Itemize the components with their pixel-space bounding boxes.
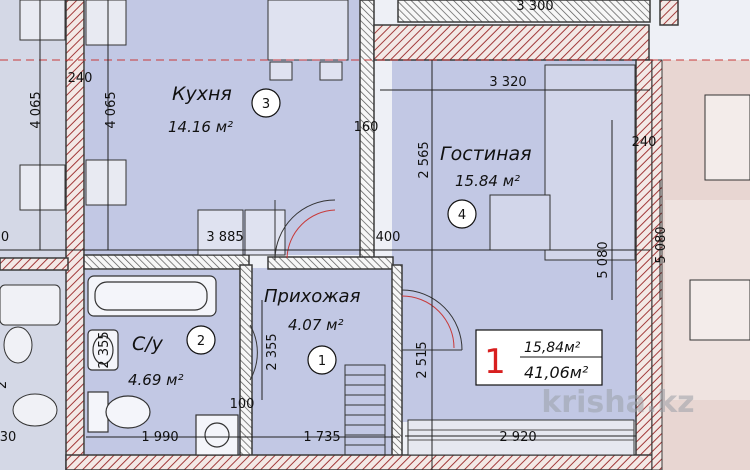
toilet	[87, 391, 151, 433]
wall-top-right-pillar	[659, 0, 679, 26]
dim-kitchen-width: 3 885	[206, 230, 243, 245]
dim-top-wall-left: 240	[68, 71, 93, 86]
dim-left-partial: 0	[1, 230, 9, 245]
living-number: 4	[458, 208, 466, 223]
wall-top-right-block	[397, 0, 651, 23]
walls	[0, 0, 679, 470]
dim-living-lower: 2 515	[415, 341, 430, 378]
kitchen-table	[267, 0, 349, 81]
hall-number-circle	[307, 345, 337, 375]
bathroom-area-label: 4.69 м²	[128, 371, 184, 389]
dim-left-vertical-2: 4 065	[104, 91, 119, 128]
hall-stairs	[344, 364, 386, 456]
hall-area-label: 4.07 м²	[288, 316, 344, 334]
dim-bath-width: 1 990	[141, 430, 178, 445]
living-window	[407, 419, 635, 456]
window-stripes	[408, 429, 634, 441]
dim-right-wall: 240	[632, 135, 657, 150]
wall-kitchen-bottom	[83, 254, 250, 270]
wall-bath-right	[239, 264, 253, 470]
bathroom-name: С/у	[132, 333, 164, 355]
wall-left-outer	[65, 0, 85, 470]
kitchen-number-circle	[251, 88, 281, 118]
living-area-label: 15.84 м²	[455, 172, 520, 190]
kitchen-number: 3	[262, 97, 270, 112]
dim-small-wall: 100	[230, 397, 255, 412]
bathtub	[87, 275, 217, 317]
right-neighbor-furniture	[689, 94, 750, 341]
dim-right-outer: 5 080	[654, 226, 669, 263]
sofa	[489, 64, 636, 261]
dim-left-side-partial: 2	[0, 381, 10, 389]
wall-hall-living	[391, 264, 403, 470]
dim-door-gap: 400	[376, 230, 401, 245]
living-number-circle	[447, 199, 477, 229]
apartment-total-area: 41,06м²	[524, 363, 589, 382]
kitchen-name: Кухня	[172, 83, 232, 105]
dim-living-height: 2 565	[417, 141, 432, 178]
kitchen-area-label: 14.16 м²	[168, 118, 233, 136]
dim-top-partial: 3 300	[516, 0, 553, 14]
apartment-living-area: 15,84м²	[524, 340, 581, 356]
washing-machine	[195, 414, 239, 456]
left-neighbor-fixtures	[19, 0, 127, 211]
dim-left-bottom-partial: 30	[0, 430, 16, 445]
hall-name: Прихожая	[264, 286, 361, 307]
wall-hall-top	[267, 256, 394, 270]
wall-bottom	[65, 454, 653, 470]
hall-number: 1	[318, 354, 326, 369]
wall-top-living	[373, 24, 650, 61]
dim-hall-height: 2 355	[265, 333, 280, 370]
left-neighbor-bath	[0, 284, 61, 427]
dim-top-living: 3 320	[489, 75, 526, 90]
door-swings-red	[286, 209, 455, 349]
apartment-rooms-count: 1	[484, 342, 506, 382]
dim-hall-width: 1 735	[303, 430, 340, 445]
dim-bath-side: 2 355	[97, 331, 112, 368]
living-name: Гостиная	[440, 143, 532, 165]
dim-left-vertical-1: 4 065	[29, 91, 44, 128]
dim-kitchen-wall: 160	[354, 120, 379, 135]
neighbor-left	[0, 0, 70, 470]
sink	[87, 329, 119, 371]
watermark: krisha.kz	[541, 385, 694, 420]
wall-left-neighbor	[0, 257, 69, 271]
dim-living-side: 5 080	[596, 241, 611, 278]
dimension-labels: 4 065 4 065 240 3 320 3 300 3 885 160 2 …	[0, 0, 669, 445]
dim-living-bottom: 2 920	[499, 430, 536, 445]
bathroom-number-circle	[186, 325, 216, 355]
kitchen-stove	[197, 209, 286, 256]
bathroom-number: 2	[197, 334, 205, 349]
